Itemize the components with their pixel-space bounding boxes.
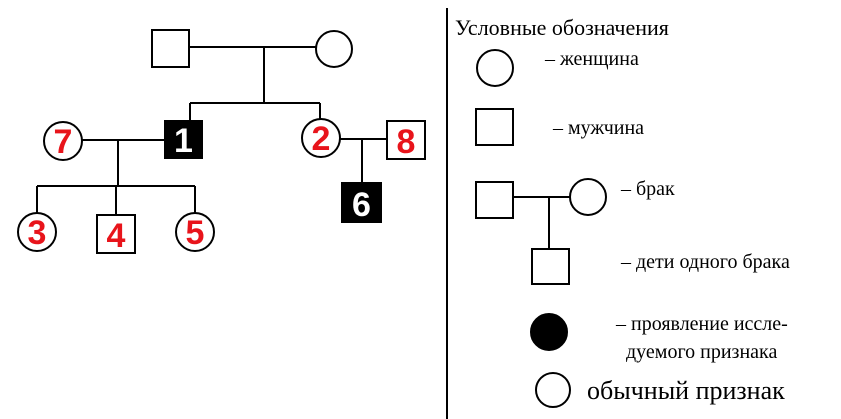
male-symbol-grandfather [151,29,190,68]
female-symbol-grandmother [315,30,353,68]
individual-3-label: 3 [28,214,47,252]
individual-8-label: 8 [397,123,416,161]
individual-2-label: 2 [312,120,331,158]
individual-2: 2 [301,118,341,158]
individual-6: 6 [341,182,382,224]
female-symbol [17,212,57,252]
female-symbol [301,118,341,158]
individual-1-label: 1 [174,122,193,160]
individual-1: 1 [164,120,203,160]
legend-male-label: – мужчина [552,117,644,139]
legend-children-label: – дети одного брака [620,251,790,273]
individual-6-label: 6 [352,186,371,224]
legend-trait-label-line1: – проявление иссле- [615,313,788,335]
individual-3: 3 [17,212,57,252]
legend-trait-label-line2: дуемого признака [626,341,777,363]
legend-child-icon [531,248,570,285]
legend-marriage-female-icon [569,178,607,216]
legend-title: Условные обозначения [455,15,669,40]
individual-4: 4 [96,214,136,255]
pedigree-lines [36,46,387,215]
legend-normal-icon [535,372,571,408]
legend-male-icon [475,108,514,146]
individual-5: 5 [175,212,215,252]
legend-affected-icon [530,313,568,351]
female-symbol [43,121,83,161]
legend-female-label: – женщина [544,48,639,70]
individual-5-label: 5 [186,214,205,252]
legend-marriage-male-icon [475,181,514,219]
legend: Условные обозначения – женщина – мужчина… [455,15,790,408]
female-symbol [175,212,215,252]
individual-7-label: 7 [54,123,73,161]
individual-8: 8 [386,120,426,161]
legend-marriage-label: – брак [620,178,675,200]
individual-4-label: 4 [107,217,126,255]
affected-male-symbol [164,120,203,159]
affected-male-symbol [341,182,382,223]
legend-female-icon [476,49,514,87]
male-symbol [96,214,136,254]
male-symbol [386,120,426,160]
individual-7: 7 [43,121,83,161]
legend-normal-label: обычный признак [587,376,785,405]
